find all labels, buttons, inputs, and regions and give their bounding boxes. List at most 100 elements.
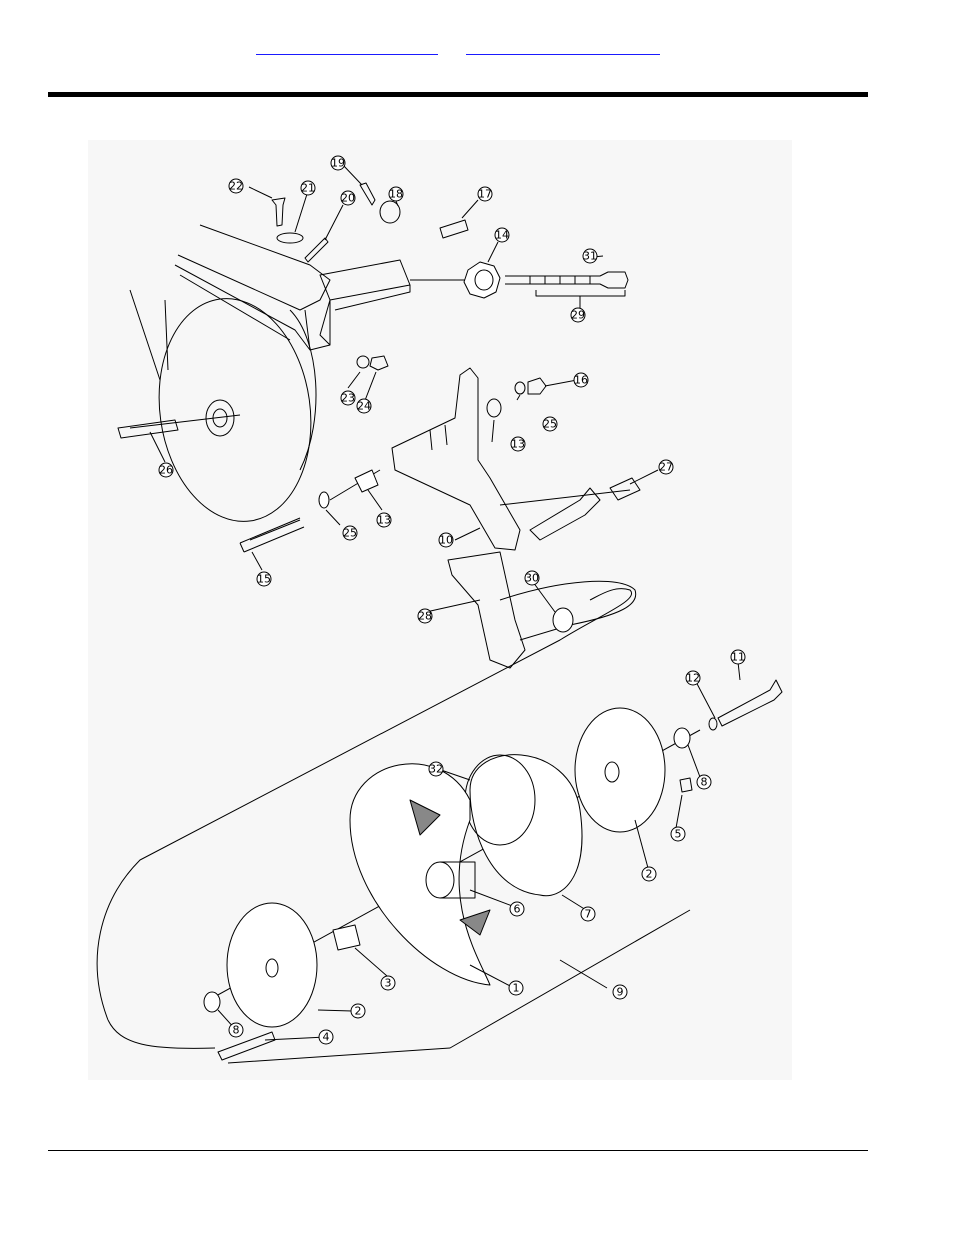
callout-label: 10 — [439, 534, 453, 547]
nut-5 — [679, 777, 693, 793]
pin-20 — [304, 237, 329, 263]
bearing-left — [203, 991, 221, 1013]
callout-label: 2 — [646, 868, 653, 881]
callout-19 — [330, 155, 346, 171]
bolt-15 — [239, 517, 305, 553]
washer-25a — [514, 381, 526, 395]
callout-15 — [256, 571, 272, 587]
callout-label: 9 — [617, 986, 624, 999]
callout-label: 32 — [429, 763, 443, 776]
header-link-2[interactable] — [466, 40, 660, 55]
nut-24 — [369, 355, 389, 371]
hub-bushing — [425, 861, 455, 899]
callout-label: 20 — [341, 192, 355, 205]
callout-18 — [388, 186, 404, 202]
callout-label: 19 — [331, 157, 345, 170]
callout-label: 17 — [478, 188, 492, 201]
callout-22 — [228, 178, 244, 194]
header-links — [0, 40, 954, 60]
callout-29 — [570, 307, 586, 323]
callout-24 — [356, 398, 372, 414]
tire — [349, 763, 491, 986]
callout-14 — [494, 227, 510, 243]
washer-12 — [708, 717, 718, 731]
callout-label: 25 — [343, 527, 357, 540]
callout-label: 12 — [686, 672, 700, 685]
wheel-envelope — [96, 588, 633, 1021]
wheel-rim — [469, 754, 583, 897]
callout-5 — [670, 826, 686, 842]
wheel-plate-left — [226, 902, 318, 1028]
callout-27 — [658, 459, 674, 475]
callout-21 — [300, 180, 316, 196]
callout-label: 16 — [574, 374, 588, 387]
disc-blade — [158, 298, 312, 522]
callout-label: 29 — [571, 309, 585, 322]
bolt-11 — [717, 679, 783, 727]
callout-20 — [340, 190, 356, 206]
adjusting-knob — [463, 261, 501, 299]
callout-label: 6 — [514, 903, 521, 916]
callout-32 — [428, 761, 444, 777]
callout-label: 13 — [377, 514, 391, 527]
pin-17 — [439, 219, 469, 239]
callout-12 — [685, 670, 701, 686]
callout-13-right — [510, 436, 526, 452]
bushing-30 — [552, 607, 574, 633]
threaded-rod — [505, 271, 629, 289]
callout-label: 2 — [355, 1005, 362, 1018]
callout-label: 21 — [301, 182, 315, 195]
callout-label: 18 — [389, 188, 403, 201]
callout-label: 22 — [229, 180, 243, 193]
callout-label: 8 — [701, 776, 708, 789]
callout-26 — [158, 462, 174, 478]
callout-10 — [438, 532, 454, 548]
callout-4 — [318, 1029, 334, 1045]
nut-16 — [527, 377, 547, 395]
washer-21 — [276, 232, 304, 244]
callout-9 — [612, 984, 628, 1000]
bottom-rule — [48, 1150, 868, 1151]
bushing-13a — [486, 398, 502, 418]
bearing-right — [673, 727, 691, 749]
pivot-arm — [391, 367, 521, 551]
header-link-1[interactable] — [256, 40, 438, 55]
callout-label: 11 — [731, 651, 745, 664]
callout-2-left — [350, 1003, 366, 1019]
callout-label: 3 — [385, 977, 392, 990]
adjust-bracket — [319, 259, 411, 301]
callout-17 — [477, 186, 493, 202]
callout-25-right — [542, 416, 558, 432]
clip-19 — [359, 182, 376, 206]
washer-23 — [356, 355, 370, 369]
callout-label: 26 — [159, 464, 173, 477]
callout-label: 7 — [585, 908, 592, 921]
callout-label: 13 — [511, 438, 525, 451]
wheel-plate-right — [574, 707, 666, 833]
callout-1 — [508, 980, 524, 996]
spacer-26 — [117, 419, 179, 439]
lower-bracket — [447, 551, 526, 669]
callout-label: 27 — [659, 461, 673, 474]
callout-label: 8 — [233, 1024, 240, 1037]
bolt-22 — [271, 197, 286, 227]
callout-23 — [340, 390, 356, 406]
callout-label: 14 — [495, 229, 509, 242]
callout-16 — [573, 372, 589, 388]
callout-31 — [582, 248, 598, 264]
callout-25-left — [342, 525, 358, 541]
callout-11 — [730, 649, 746, 665]
callout-7 — [580, 906, 596, 922]
callout-label: 1 — [513, 982, 520, 995]
callout-30 — [524, 570, 540, 586]
callout-label: 4 — [323, 1031, 330, 1044]
callout-label: 31 — [583, 250, 597, 263]
callout-label: 24 — [357, 400, 371, 413]
nut-18 — [379, 200, 401, 224]
callout-13-left — [376, 512, 392, 528]
callout-28 — [417, 608, 433, 624]
bolt-4 — [217, 1031, 276, 1061]
callout-label: 25 — [543, 418, 557, 431]
callout-3 — [380, 975, 396, 991]
